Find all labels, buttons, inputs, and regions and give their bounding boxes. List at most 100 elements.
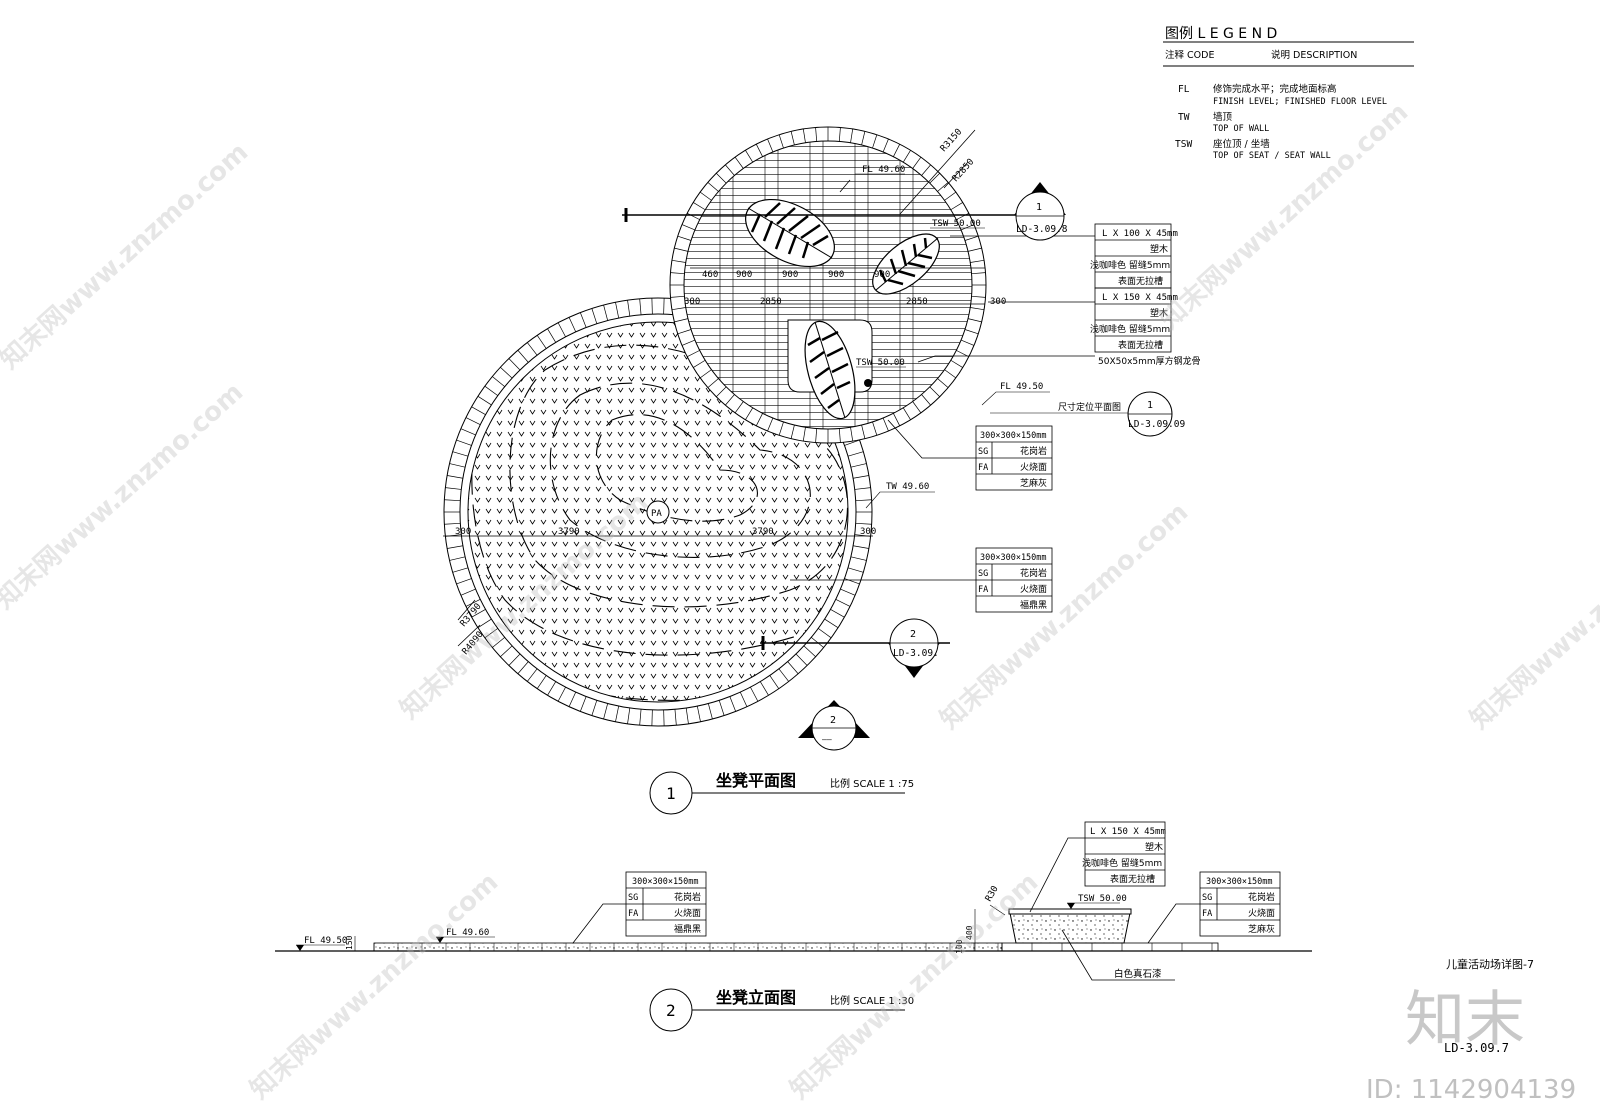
legend-code: TW: [1178, 112, 1190, 123]
tag4-row: 火烧面: [1020, 583, 1047, 595]
elev-tag-right-row: 300×300×150mm: [1206, 877, 1273, 887]
sym-num: 2: [910, 629, 916, 640]
elev-dim-400: 400: [965, 925, 974, 940]
leaf-inlay-1: [745, 198, 835, 268]
tag3-row: 火烧面: [1020, 461, 1047, 473]
tag2-row: L X 150 X 45mm: [1102, 293, 1178, 303]
dim-3790: 3790: [558, 527, 580, 537]
tag2-row: 塑木: [1150, 307, 1168, 319]
paving-joints-elevation: [373, 943, 1213, 951]
legend-title: 图例 L E G E N D: [1165, 26, 1277, 42]
legend-cn: 墙顶: [1213, 111, 1233, 123]
watermark-site: 知末网www.znzmo.com: [245, 867, 505, 1105]
plan-small-circle: [669, 126, 987, 444]
dim-900: 900: [828, 270, 844, 280]
elev-tag-left-code: FA: [628, 909, 638, 919]
reference-symbol-1: 1 LD-3.09.09: [1127, 391, 1185, 437]
sym-ref: LD-3.09.8: [1016, 224, 1068, 235]
plan-dimensions: [443, 129, 1028, 647]
tag1-row: L X 100 X 45mm: [1102, 229, 1178, 239]
tag2-row: 浅咖啡色 留缝5mm: [1090, 323, 1170, 335]
sym-num: 2: [830, 715, 836, 726]
elev-tag-left-row: 300×300×150mm: [632, 877, 699, 887]
legend: 图例 L E G E N D 注释 CODE 说明 DESCRIPTION FL…: [1163, 26, 1414, 161]
tag4-code: FA: [978, 585, 988, 595]
paint-note: 白色真石漆: [1114, 968, 1162, 980]
title-scale: 比例 SCALE 1 :75: [830, 777, 914, 790]
watermark-site: 知末网www.znzmo.com: [0, 377, 249, 615]
deck-edge-joints: [670, 127, 986, 443]
tag4-row: 福鼎黑: [1020, 599, 1047, 611]
legend-en: TOP OF WALL: [1213, 124, 1269, 134]
steel-note: 50X50x5mm厚方钢龙骨: [1098, 355, 1201, 367]
section-symbol-bottom: 2 ——: [798, 700, 870, 751]
sym-num: 1: [1036, 202, 1042, 213]
sheet-name: 儿童活动场详图-7: [1446, 957, 1534, 971]
elev-tag-top-row: 浅咖啡色 留缝5mm: [1082, 857, 1162, 869]
elev-fl-4950: FL 49.50: [304, 936, 347, 946]
watermark-site: 知末网www.znzmo.com: [0, 137, 254, 375]
tag4-row: 300×300×150mm: [980, 553, 1047, 563]
tag3-row: 花岗岩: [1020, 445, 1047, 457]
dim-plan-note: 尺寸定位平面图: [1058, 401, 1121, 413]
elev-tag-top-row: 塑木: [1145, 841, 1163, 853]
title-num: 1: [666, 784, 676, 803]
elev-fl-4960: FL 49.60: [446, 928, 489, 938]
elev-tag-top-row: L X 150 X 45mm: [1090, 827, 1166, 837]
legend-en: FINISH LEVEL; FINISHED FLOOR LEVEL: [1213, 97, 1387, 107]
section-symbol-2: 2 LD-3.09.: [760, 618, 950, 678]
tag1-row: 浅咖啡色 留缝5mm: [1090, 259, 1170, 271]
elev-tag-left-code: SG: [628, 893, 638, 903]
elev-tag-right-row: 花岗岩: [1248, 891, 1275, 903]
sym-num: 1: [1147, 400, 1153, 411]
dim-2850: 2850: [906, 297, 928, 307]
legend-code: TSW: [1175, 139, 1192, 150]
title-elevation: 2 坐凳立面图 比例 SCALE 1 :30: [649, 988, 914, 1032]
watermark-site: 知末网www.znzmo.com: [785, 867, 1045, 1105]
dim-900: 900: [782, 270, 798, 280]
legend-item-fl: FL 修饰完成水平；完成地面标高 FINISH LEVEL; FINISHED …: [1178, 83, 1387, 107]
pa-marker: [646, 500, 670, 524]
elev-tag-right-row: 火烧面: [1248, 907, 1275, 919]
tag3-row: 芝麻灰: [1020, 477, 1047, 489]
dim-300: 300: [860, 527, 876, 537]
pa-label: PA: [651, 509, 662, 519]
legend-cn: 修饰完成水平；完成地面标高: [1213, 83, 1337, 95]
elev-tag-top: [1029, 821, 1166, 913]
bench-elevation: [1009, 912, 1131, 944]
legend-code: FL: [1178, 84, 1190, 95]
level-tw-4960: TW 49.60: [886, 482, 929, 492]
tag1-row: 表面无拉槽: [1118, 275, 1163, 287]
tag2-row: 表面无拉槽: [1118, 339, 1163, 351]
tag1-row: 塑木: [1150, 243, 1168, 255]
dim-300: 300: [455, 527, 471, 537]
elev-tag-right: [1147, 871, 1281, 944]
dim-3790: 3790: [752, 527, 774, 537]
tag3-code: FA: [978, 463, 988, 473]
legend-col-desc: 说明 DESCRIPTION: [1271, 49, 1357, 61]
watermark-site: 知末网www.znzmo.com: [1465, 497, 1600, 735]
elev-tag-right-row: 芝麻灰: [1248, 923, 1275, 935]
legend-col-code: 注释 CODE: [1165, 49, 1214, 61]
leaf-inlay-2: [872, 233, 940, 295]
title-plan: 1 坐凳平面图 比例 SCALE 1 :75: [649, 771, 914, 815]
dim-300: 300: [684, 297, 700, 307]
elev-tag-left: [572, 871, 707, 944]
level-tsw-top: TSW 50.00: [932, 219, 981, 229]
title-name: 坐凳立面图: [716, 988, 796, 1007]
elev-tag-left-row: 火烧面: [674, 907, 701, 919]
elev-dim-150: 150: [345, 935, 354, 950]
title-scale: 比例 SCALE 1 :30: [830, 994, 914, 1007]
elev-tsw: TSW 50.00: [1078, 894, 1127, 904]
sym-ref: LD-3.09.09: [1128, 419, 1185, 430]
elev-tag-top-row: 表面无拉槽: [1110, 873, 1155, 885]
elev-dim-100: 100: [955, 939, 964, 954]
elev-tag-left-row: 福鼎黑: [674, 923, 701, 935]
level-fl-4960: FL 49.60: [862, 165, 905, 175]
leaf-inlay-3: [787, 319, 873, 420]
title-num: 2: [666, 1001, 676, 1020]
dim-900: 900: [736, 270, 752, 280]
dim-r2850: R2850: [951, 157, 977, 184]
plan-tag-4: [790, 547, 1053, 613]
